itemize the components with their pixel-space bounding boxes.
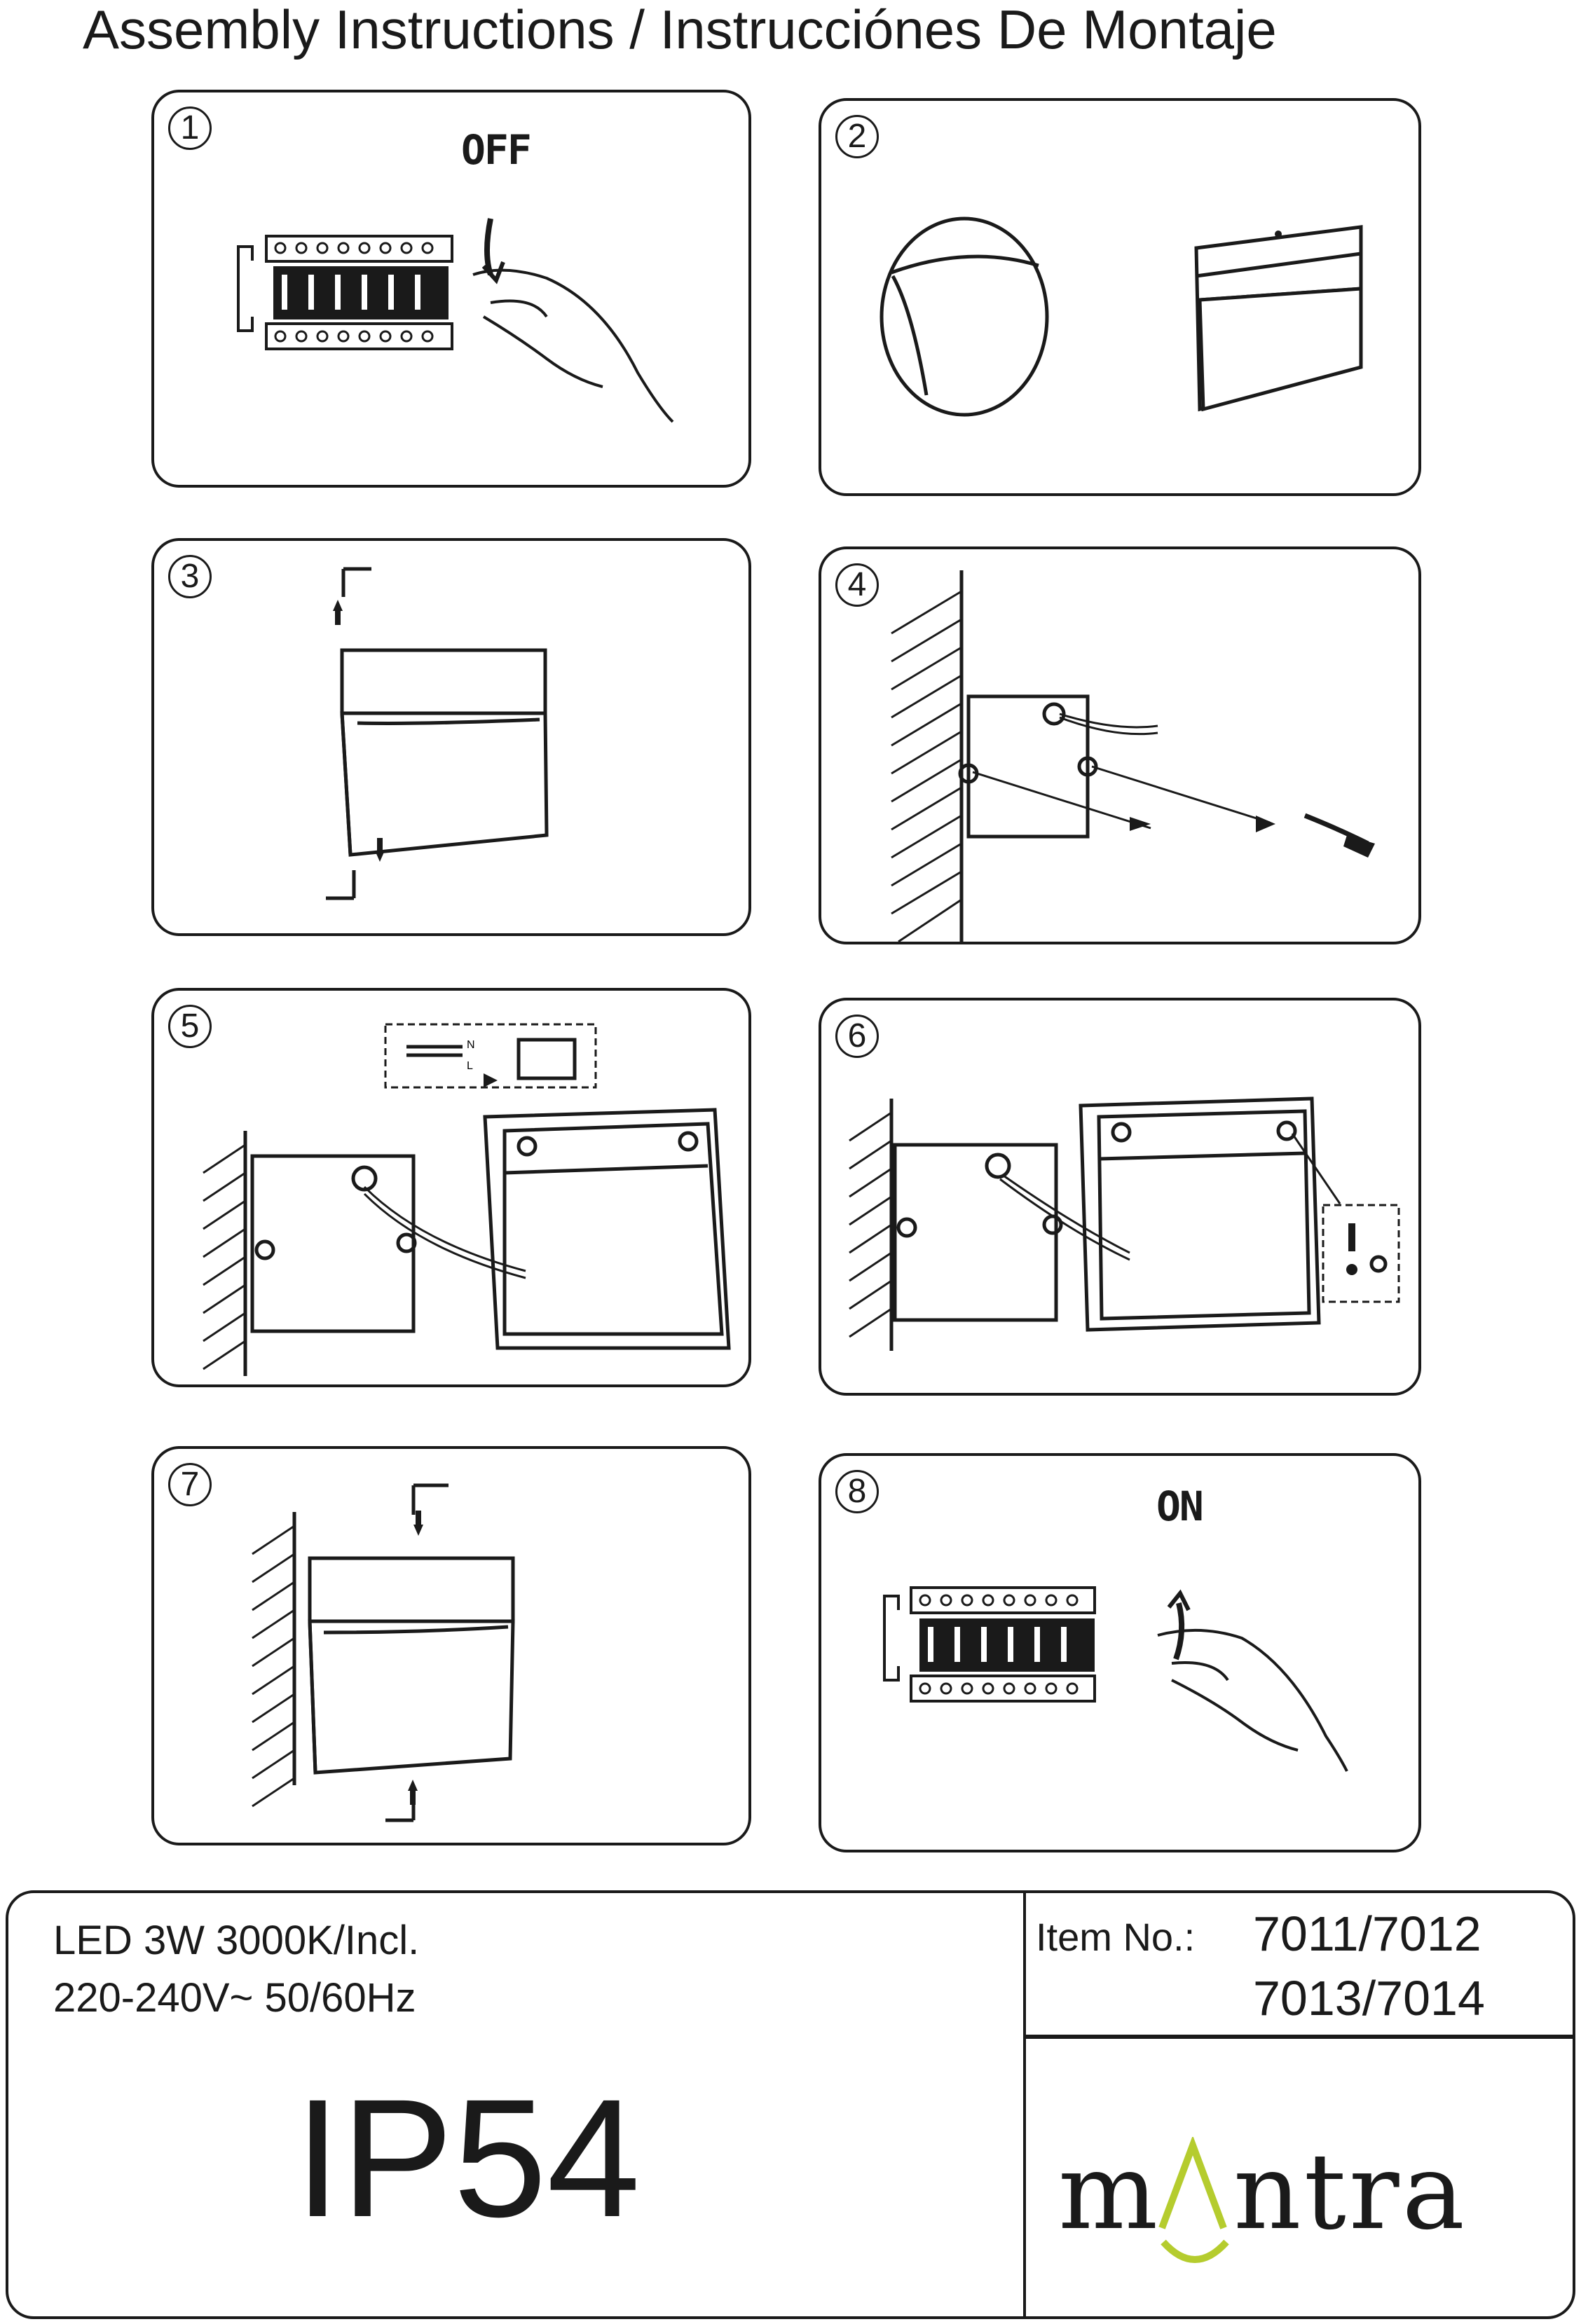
step-7-panel: 7 xyxy=(151,1446,751,1845)
step-number: 4 xyxy=(835,563,879,607)
wire-label-n: N xyxy=(467,1039,475,1051)
wire-label-l: L xyxy=(467,1060,473,1072)
svg-text:ntra: ntra xyxy=(1233,2137,1467,2253)
step-6-panel: 6 xyxy=(819,998,1421,1396)
step-4-panel: 4 xyxy=(819,546,1421,944)
step-number: 2 xyxy=(835,115,879,158)
step-1-panel: 1 OFF xyxy=(151,90,751,488)
step-number: 6 xyxy=(835,1015,879,1058)
svg-text:m: m xyxy=(1058,2137,1158,2253)
step-number: 8 xyxy=(835,1470,879,1513)
fixture-cover-illustration xyxy=(326,567,549,900)
connect-fixture-illustration xyxy=(849,1096,1400,1351)
product-info-box xyxy=(6,1890,1575,2319)
breaker-off-illustration xyxy=(237,218,674,423)
products-illustration xyxy=(880,216,1363,417)
info-divider-vertical xyxy=(1023,1890,1026,2319)
step-3-panel: 3 xyxy=(151,538,751,936)
step-number: 7 xyxy=(168,1463,212,1506)
page-title: Assembly Instructions / Instrucciónes De… xyxy=(83,0,1277,60)
mantra-logo: m ntra xyxy=(1058,2137,1467,2263)
off-label: OFF xyxy=(461,126,532,174)
item-numbers-2: 7013/7014 xyxy=(1253,1971,1485,2026)
step-2-panel: 2 xyxy=(819,98,1421,496)
step-8-panel: 8 ON xyxy=(819,1453,1421,1852)
attach-cover-illustration xyxy=(252,1483,515,1822)
wiring-illustration: N L xyxy=(203,1023,731,1376)
step-5-panel: 5 xyxy=(151,988,751,1387)
step-number: 1 xyxy=(168,106,212,150)
breaker-on-illustration xyxy=(883,1586,1348,1772)
wall-mount-illustration xyxy=(891,570,1375,942)
step-number: 5 xyxy=(168,1005,212,1048)
ip-rating: IP54 xyxy=(294,2064,641,2252)
info-divider-horizontal xyxy=(1026,2035,1573,2039)
item-number-label: Item No.: xyxy=(1036,1915,1196,1959)
item-numbers-1: 7011/7012 xyxy=(1253,1906,1481,1961)
on-label: ON xyxy=(1156,1483,1204,1530)
spec-voltage: 220-240V~ 50/60Hz xyxy=(53,1975,416,2021)
spec-power: LED 3W 3000K/Incl. xyxy=(53,1918,420,1963)
step-number: 3 xyxy=(168,555,212,598)
